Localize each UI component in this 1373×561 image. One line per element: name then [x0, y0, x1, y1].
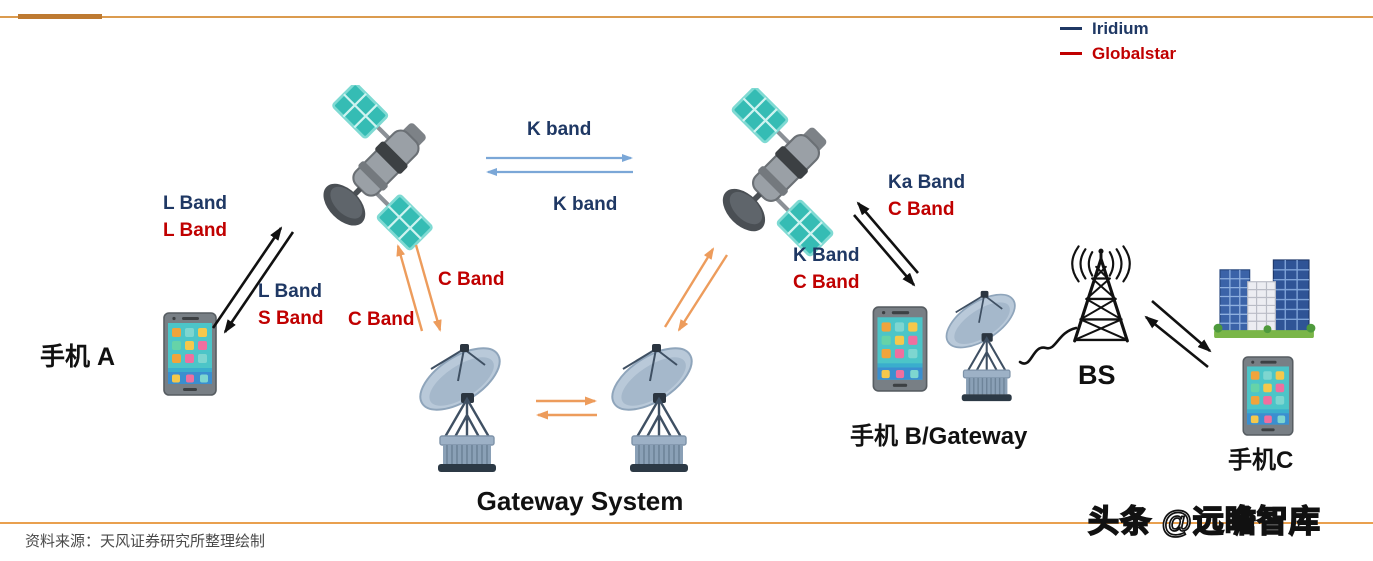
satellite-2-icon: [695, 88, 865, 260]
band-line-globalstar: S Band: [258, 308, 324, 329]
globalstar-line-swatch: [1060, 52, 1082, 55]
gateway-system-label: Gateway System: [476, 486, 684, 516]
iridium-line-swatch: [1060, 27, 1082, 30]
band-line-iridium: L Band: [258, 281, 323, 302]
band-line-globalstar: L Band: [163, 220, 228, 241]
gateway-dish-1-icon: [415, 343, 515, 473]
arrow-phonea-sat1: [211, 226, 295, 334]
legend-item-globalstar: Globalstar: [1060, 41, 1176, 66]
arrow-bs-buildings: [1144, 300, 1212, 369]
band-label-sat1-gw-upper: C Band: [438, 269, 505, 290]
arrow-sat2-phoneb: [853, 201, 919, 287]
band-label-phonea-down: L Band S Band: [258, 278, 323, 332]
arrow-intersatellite: [486, 154, 633, 176]
arrow-sat1-gateway: [396, 244, 442, 332]
phone-c-label: 手机C: [1228, 447, 1294, 474]
phone-a-label: 手机 A: [40, 343, 116, 371]
watermark: 头条 @远瞻智库: [1087, 503, 1321, 540]
band-label-intersat-forward: K band: [527, 119, 592, 140]
arrow-sat2-gateway: [663, 247, 729, 332]
top-rule: [0, 16, 1373, 18]
band-label-phonea-up: L Band L Band: [163, 190, 227, 244]
arrow-gateway1-gateway2: [536, 396, 597, 420]
band-label-sat1-gw-lower: C Band: [348, 309, 415, 330]
band-line-globalstar: C Band: [793, 272, 860, 293]
wire-dish-to-bs: [1018, 326, 1078, 365]
band-line-iridium: L Band: [163, 193, 228, 214]
bottom-rule: [0, 522, 1373, 524]
band-line-globalstar: C Band: [888, 199, 955, 220]
top-rule-accent: [18, 14, 102, 19]
phone-b-icon: [872, 306, 928, 392]
legend-label: Globalstar: [1092, 43, 1177, 63]
legend-label: Iridium: [1092, 18, 1149, 38]
city-buildings-icon: [1212, 258, 1316, 342]
gateway-dish-2-icon: [607, 343, 707, 473]
band-line-iridium: Ka Band: [888, 172, 966, 193]
band-line-iridium: K Band: [793, 245, 860, 266]
bs-label: BS: [1078, 360, 1116, 390]
band-label-sat2-left: K Band C Band: [793, 242, 860, 296]
satellite-1-icon: [295, 85, 465, 253]
band-label-sat2-right: Ka Band C Band: [888, 169, 965, 223]
phone-c-icon: [1242, 356, 1294, 436]
source-note: 资料来源：天风证券研究所整理绘制: [25, 533, 266, 550]
legend-item-iridium: Iridium: [1060, 16, 1176, 41]
phone-b-gateway-label: 手机 B/Gateway: [850, 423, 1028, 450]
band-label-intersat-return: K band: [553, 194, 618, 215]
legend: Iridium Globalstar: [1060, 16, 1176, 66]
